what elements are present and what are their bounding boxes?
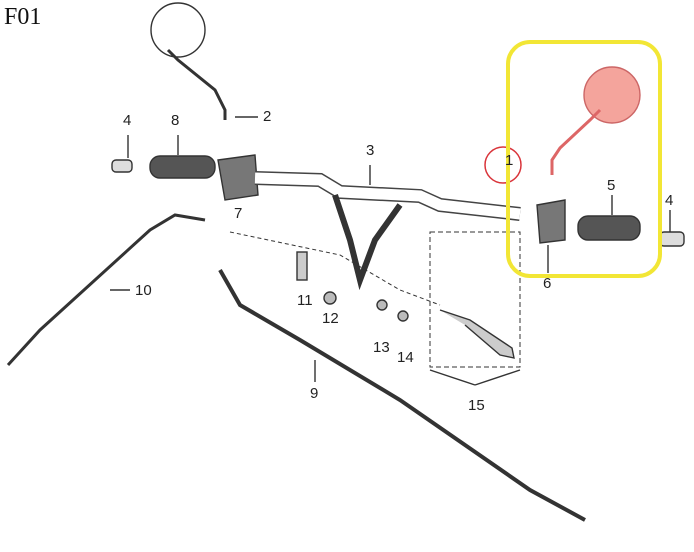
callout-12: 12 <box>322 310 339 327</box>
washer-14[interactable] <box>397 310 409 322</box>
right-grip[interactable] <box>577 215 641 241</box>
callout-8: 8 <box>171 112 180 129</box>
left-switch[interactable] <box>217 154 259 201</box>
callout-4-left: 4 <box>123 112 132 129</box>
callout-7: 7 <box>234 205 243 222</box>
marker-circle <box>484 146 522 184</box>
cable-9[interactable] <box>218 269 586 522</box>
left-mirror[interactable] <box>150 2 258 120</box>
bar-end[interactable] <box>659 231 685 247</box>
diagram-id: F01 <box>4 4 42 30</box>
callout-5: 5 <box>607 177 616 194</box>
callout-1: 1 <box>505 152 514 169</box>
callout-11: 11 <box>297 292 313 309</box>
dash-line <box>229 231 441 306</box>
cable-10[interactable] <box>6 213 206 367</box>
callout-15: 15 <box>468 397 485 414</box>
highlight-box <box>506 40 662 278</box>
callout-6: 6 <box>543 275 552 292</box>
washer-12[interactable] <box>323 291 337 305</box>
callout-13: 13 <box>373 339 390 356</box>
brake-lever[interactable] <box>439 309 515 359</box>
right-switch[interactable] <box>536 199 566 244</box>
lever-assembly-box <box>429 231 521 368</box>
right-mirror-highlighted[interactable] <box>550 66 641 175</box>
callout-2: 2 <box>263 108 272 125</box>
callout-3: 3 <box>366 142 375 159</box>
bolt-11[interactable] <box>296 251 308 281</box>
left-grip[interactable] <box>111 135 216 179</box>
callout-9: 9 <box>310 385 319 402</box>
callout-10: 10 <box>135 282 152 299</box>
callout-14: 14 <box>397 349 414 366</box>
handlebar[interactable] <box>254 165 521 291</box>
nut-13[interactable] <box>376 299 388 311</box>
callout-4-right: 4 <box>665 192 674 209</box>
